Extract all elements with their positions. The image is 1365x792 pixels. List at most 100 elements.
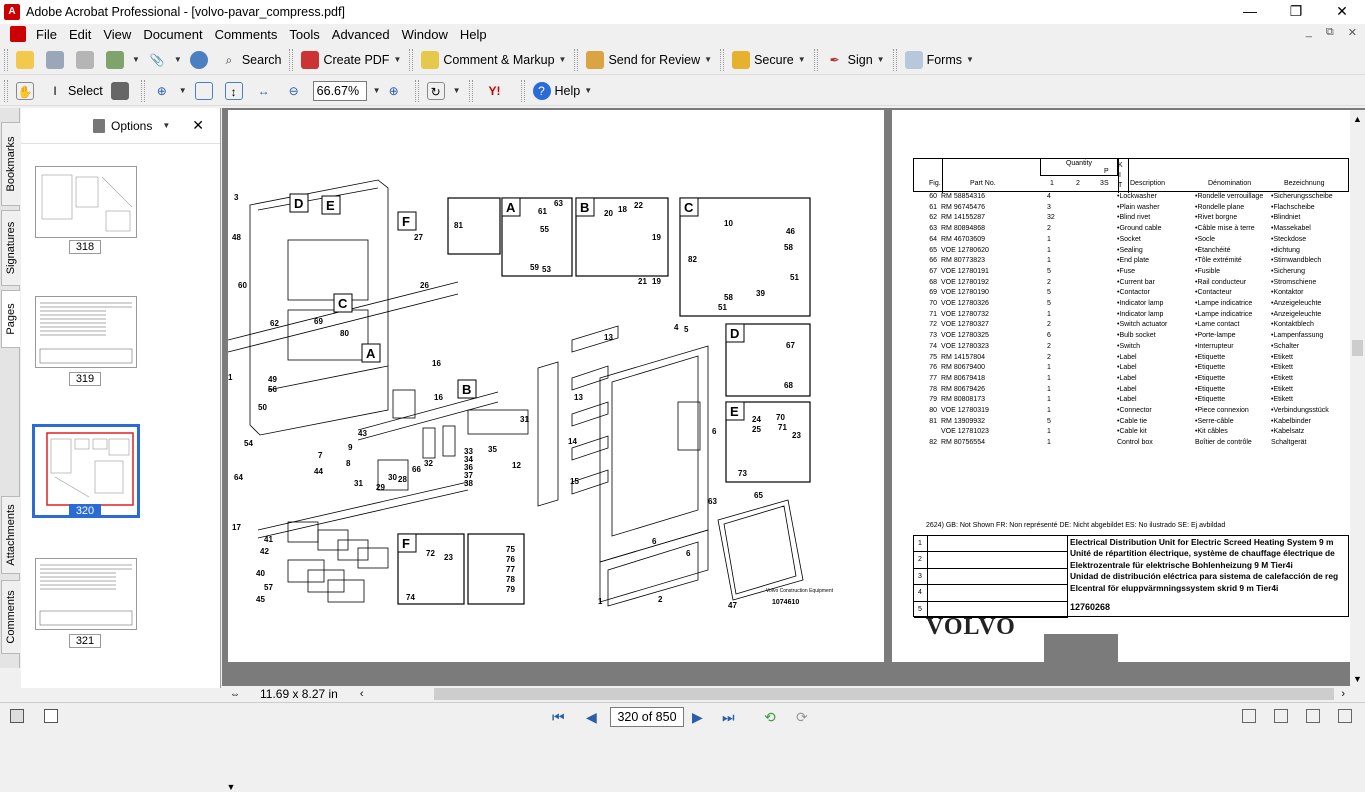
menu-comments[interactable]: Comments bbox=[214, 26, 278, 42]
email-button[interactable] bbox=[186, 48, 216, 72]
toolbar-grip[interactable] bbox=[409, 48, 414, 71]
toolbar-grip[interactable] bbox=[4, 79, 8, 102]
close-panel-icon[interactable]: ✕ bbox=[192, 117, 204, 133]
tab-signatures[interactable]: Signatures bbox=[1, 210, 20, 286]
save-button[interactable] bbox=[42, 48, 72, 72]
doc-icon[interactable] bbox=[44, 709, 58, 723]
hscroll-thumb[interactable] bbox=[434, 688, 1334, 700]
toolbar-grip[interactable] bbox=[414, 79, 419, 102]
options-menu[interactable]: Options bbox=[110, 118, 153, 133]
zoom-in-tool-button[interactable]: ⊕▼ bbox=[149, 79, 191, 103]
scroll-down-icon[interactable]: ▼ bbox=[1353, 674, 1362, 684]
toolbar-grip[interactable] bbox=[720, 48, 725, 71]
maximize-button[interactable]: ❐ bbox=[1289, 3, 1303, 19]
callout-letter: E bbox=[326, 198, 335, 213]
secure-label: Secure bbox=[754, 52, 794, 67]
tab-bookmarks[interactable]: Bookmarks bbox=[1, 122, 20, 206]
comment-markup-button[interactable]: Comment & Markup▼ bbox=[417, 48, 570, 72]
description-header: Description bbox=[1130, 180, 1166, 187]
toolbar-grip[interactable] bbox=[892, 48, 897, 71]
toolbar-grip[interactable] bbox=[289, 48, 294, 71]
page-thumbnail-318[interactable] bbox=[35, 166, 137, 238]
snapshot-button[interactable] bbox=[107, 79, 137, 103]
close-button[interactable]: ✕ bbox=[1336, 3, 1348, 19]
toolbar-grip[interactable] bbox=[140, 79, 145, 102]
continuous-facing-icon[interactable] bbox=[1338, 709, 1352, 723]
fig-cell: 81 bbox=[929, 417, 937, 425]
continuous-icon[interactable] bbox=[1274, 709, 1288, 723]
svg-text:27: 27 bbox=[414, 233, 423, 242]
page-thumbnail-321[interactable] bbox=[35, 558, 137, 630]
denomination-cell: •Lame contact bbox=[1195, 321, 1240, 329]
fit-width-button[interactable]: ↔ bbox=[251, 79, 281, 103]
last-page-icon[interactable]: ⏭ bbox=[722, 709, 735, 725]
print-button[interactable] bbox=[72, 48, 102, 72]
menu-document[interactable]: Document bbox=[143, 26, 203, 42]
open-button[interactable] bbox=[12, 48, 42, 72]
previous-page-icon[interactable]: ◀ bbox=[586, 709, 597, 725]
menu-file[interactable]: File bbox=[36, 26, 57, 42]
hand-tool-button[interactable]: ✋ bbox=[12, 79, 42, 103]
zoom-dropdown[interactable]: ▼ bbox=[372, 86, 381, 95]
single-page-icon[interactable] bbox=[1242, 709, 1256, 723]
minimize-button[interactable]: — bbox=[1243, 3, 1257, 19]
doc-close-icon[interactable]: ✕ bbox=[1347, 27, 1357, 39]
go-back-icon[interactable]: ⟲ bbox=[764, 709, 776, 725]
go-forward-icon[interactable]: ⟳ bbox=[796, 709, 808, 725]
organizer-button[interactable]: ▼ bbox=[102, 48, 144, 72]
toolbar-grip[interactable] bbox=[520, 79, 525, 102]
facing-icon[interactable] bbox=[1306, 709, 1320, 723]
tab-attachments[interactable]: Attachments bbox=[1, 496, 20, 574]
menu-tools[interactable]: Tools bbox=[289, 26, 320, 42]
zoom-input[interactable]: 66.67% bbox=[312, 80, 367, 101]
page-thumbnail-319[interactable] bbox=[35, 296, 137, 368]
parts-table-header: Quantity Fig. Part No. 1 2 3 P S K I T D… bbox=[913, 158, 1349, 193]
zoom-out-button[interactable]: ⊖ bbox=[281, 79, 311, 103]
doc-restore-icon[interactable]: ⧉ bbox=[1325, 26, 1334, 38]
acrobat-icon: A bbox=[4, 4, 20, 20]
forms-button[interactable]: Forms▼ bbox=[901, 48, 978, 72]
actual-size-button[interactable] bbox=[191, 79, 221, 103]
next-page-icon[interactable]: ▶ bbox=[692, 709, 703, 725]
trash-icon[interactable] bbox=[92, 118, 105, 133]
toolbar-grip[interactable] bbox=[468, 79, 473, 102]
scroll-up-icon[interactable]: ▲ bbox=[1353, 114, 1362, 124]
rotate-button[interactable]: ↻▼ bbox=[423, 79, 465, 103]
menu-advanced[interactable]: Advanced bbox=[331, 26, 390, 42]
attach-button[interactable]: 📎▼ bbox=[144, 48, 186, 72]
scroll-right-icon[interactable]: › bbox=[1341, 688, 1345, 700]
first-page-icon[interactable]: ⏮ bbox=[552, 709, 565, 725]
scroll-left-icon[interactable]: ‹ bbox=[359, 688, 364, 700]
t-col: T bbox=[1118, 182, 1123, 189]
menu-help[interactable]: Help bbox=[459, 26, 487, 42]
send-review-button[interactable]: Send for Review▼ bbox=[582, 48, 716, 72]
document-vscrollbar[interactable]: ▲ ▼ bbox=[1350, 110, 1365, 686]
monitor-icon[interactable] bbox=[10, 709, 24, 723]
search-button[interactable]: ⌕Search bbox=[216, 48, 286, 72]
scroll-down-icon[interactable]: ▼ bbox=[226, 782, 236, 792]
menu-window[interactable]: Window bbox=[401, 26, 448, 42]
part-no-cell: VOE 12780192 bbox=[941, 278, 989, 286]
secure-button[interactable]: Secure▼ bbox=[728, 48, 810, 72]
yahoo-button[interactable]: Y! bbox=[477, 79, 517, 103]
zoom-in-button[interactable]: ⊕ bbox=[381, 79, 411, 103]
toolbar-grip[interactable] bbox=[574, 48, 579, 71]
fit-page-button[interactable]: ↕ bbox=[221, 79, 251, 103]
help-button[interactable]: ?Help▼ bbox=[529, 79, 597, 103]
denomination-cell: •Contacteur bbox=[1195, 289, 1232, 297]
tab-comments[interactable]: Comments bbox=[1, 580, 20, 654]
sign-button[interactable]: ✒Sign▼ bbox=[822, 48, 889, 72]
menu-edit[interactable]: Edit bbox=[68, 26, 92, 42]
tab-pages[interactable]: Pages bbox=[1, 290, 20, 348]
page-number-field[interactable]: 320 of 850 bbox=[610, 707, 684, 727]
scroll-thumb[interactable] bbox=[1352, 340, 1363, 356]
toolbar-grip[interactable] bbox=[4, 48, 8, 71]
toolbar-grip[interactable] bbox=[813, 48, 818, 71]
doc-minimize-icon[interactable]: _ bbox=[1305, 26, 1312, 38]
create-pdf-button[interactable]: Create PDF▼ bbox=[297, 48, 405, 72]
menu-view[interactable]: View bbox=[103, 26, 132, 42]
